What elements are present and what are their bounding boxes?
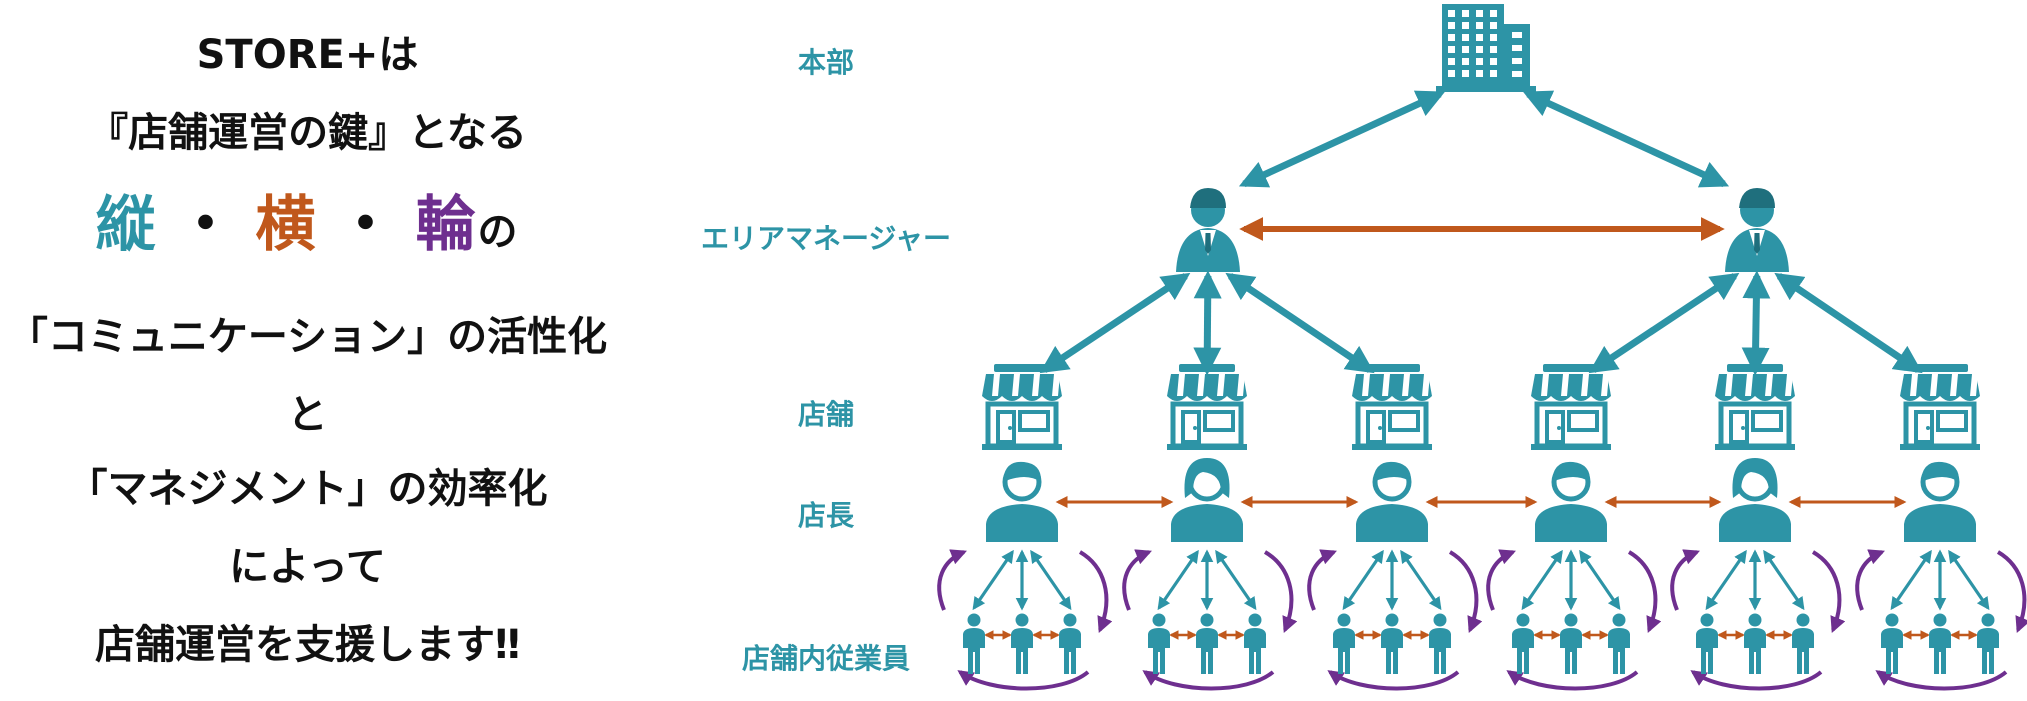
- staff-person-icon-5-2: [1744, 613, 1766, 674]
- ring-arrow-left-1: [937, 549, 967, 611]
- arrow-manager-2-to-staff-1: [1157, 549, 1199, 611]
- storefront-icon-1: [982, 364, 1062, 450]
- person-icon-6: [1904, 461, 1976, 542]
- staff-person-icon-2-2: [1196, 613, 1218, 674]
- message-line-4: 「コミュニケーション」の活性化: [7, 314, 608, 360]
- staff-person-icon-5-3: [1792, 613, 1814, 674]
- separator-dot-2: ・: [335, 190, 398, 260]
- kanji-vertical: 縦: [95, 190, 158, 260]
- arrow-manager-6-to-staff-3: [1948, 549, 1990, 611]
- ring-arrow-right-4: [1627, 550, 1662, 633]
- staff-person-icon-1-1: [963, 613, 985, 674]
- ring-arrow-right-6: [1996, 550, 2027, 633]
- org-nodes: [963, 4, 1999, 674]
- person-icon-4: [1535, 461, 1607, 542]
- level-label-store: 店舗: [798, 398, 854, 431]
- message-line-1: STORE+は: [196, 32, 419, 78]
- ring-arrow-bottom-6: [1875, 670, 2008, 691]
- message-line-6: 「マネジメント」の効率化: [67, 466, 548, 512]
- arrow-area-manager-2-to-store-4: [1588, 272, 1740, 374]
- arrow-manager-4-to-staff-1: [1521, 549, 1563, 611]
- ring-arrow-left-3: [1307, 549, 1337, 611]
- arrow-area-manager-1-to-store-2: [1193, 270, 1222, 376]
- staff-person-icon-2-1: [1148, 613, 1170, 674]
- ring-arrow-left-5: [1670, 549, 1700, 611]
- ring-arrow-left-4: [1486, 549, 1516, 611]
- kanji-circle: 輪: [415, 190, 478, 260]
- ring-arrow-bottom-5: [1690, 670, 1823, 691]
- arrow-hq-to-area-manager-2: [1522, 90, 1730, 188]
- level-label-area-manager: エリアマネージャー: [701, 222, 951, 255]
- person-icon-1: [986, 461, 1058, 542]
- arrow-area-manager-1-to-store-3: [1225, 272, 1375, 374]
- staff-person-icon-3-3: [1429, 613, 1451, 674]
- arrow-manager-5-to-staff-1: [1705, 549, 1747, 611]
- storefront-icon-6: [1900, 364, 1980, 450]
- ring-arrow-left-2: [1122, 549, 1152, 611]
- message-panel: STORE+は 『店舗運営の鍵』となる 縦・横・輪の 「コミュニケーション」の活…: [0, 0, 615, 701]
- message-line-5: と: [287, 392, 328, 438]
- ring-arrow-right-2: [1263, 550, 1298, 633]
- arrow-manager-3-to-staff-3: [1400, 549, 1442, 611]
- ring-arrow-right-5: [1811, 550, 1846, 633]
- message-line-2: 『店舗運営の鍵』となる: [88, 110, 527, 156]
- staff-person-icon-4-1: [1512, 613, 1534, 674]
- person-icon-5: [1719, 458, 1791, 542]
- ring-arrow-bottom-1: [957, 670, 1090, 691]
- person-icon-3: [1356, 461, 1428, 542]
- arrow-area-manager-1-to-store-1: [1039, 272, 1191, 374]
- storefront-icon-2: [1167, 364, 1247, 450]
- message-line-7: によって: [229, 544, 386, 590]
- office-building-icon: [1436, 4, 1536, 92]
- staff-person-icon-6-1: [1881, 613, 1903, 674]
- ring-arrow-left-6: [1855, 549, 1885, 611]
- message-line-3: 縦・横・輪の: [0, 176, 615, 263]
- arrow-manager-2-to-staff-3: [1215, 549, 1257, 611]
- message-line-8: 店舗運営を支援します‼: [94, 622, 521, 668]
- ring-arrow-bottom-4: [1506, 670, 1639, 691]
- arrow-manager-1-to-staff-3: [1030, 549, 1072, 611]
- arrow-manager-4-to-staff-3: [1579, 549, 1621, 611]
- staff-person-icon-4-3: [1608, 613, 1630, 674]
- businessman-icon-2: [1725, 188, 1789, 272]
- arrow-area-manager-2-to-store-5: [1741, 270, 1771, 376]
- staff-person-icon-3-1: [1333, 613, 1355, 674]
- staff-person-icon-1-3: [1059, 613, 1081, 674]
- storefront-icon-4: [1531, 364, 1611, 450]
- connection-arrows: [937, 90, 2027, 691]
- ring-arrow-bottom-3: [1327, 670, 1460, 691]
- arrow-manager-3-to-staff-1: [1342, 549, 1384, 611]
- staff-person-icon-1-2: [1011, 613, 1033, 674]
- staff-person-icon-2-3: [1244, 613, 1266, 674]
- ring-arrow-right-1: [1078, 550, 1113, 633]
- staff-person-icon-6-3: [1977, 613, 1999, 674]
- businessman-icon-1: [1176, 188, 1240, 272]
- staff-person-icon-3-2: [1381, 613, 1403, 674]
- level-label-staff: 店舗内従業員: [742, 642, 910, 675]
- staff-person-icon-5-1: [1696, 613, 1718, 674]
- storefront-icon-3: [1352, 364, 1432, 450]
- separator-dot-1: ・: [175, 190, 238, 260]
- arrow-manager-1-to-staff-1: [972, 549, 1014, 611]
- person-icon-2: [1171, 458, 1243, 542]
- kanji-suffix: の: [477, 209, 520, 255]
- level-label-headquarters: 本部: [798, 46, 854, 79]
- arrow-manager-6-to-staff-1: [1890, 549, 1932, 611]
- ring-arrow-right-3: [1448, 550, 1483, 633]
- staff-person-icon-4-2: [1560, 613, 1582, 674]
- arrow-hq-to-area-manager-1: [1238, 90, 1446, 188]
- kanji-horizontal: 横: [255, 190, 318, 260]
- ring-arrow-bottom-2: [1142, 670, 1275, 691]
- level-label-store-manager: 店長: [798, 499, 855, 532]
- arrow-area-manager-2-to-store-6: [1774, 272, 1923, 374]
- arrow-manager-5-to-staff-3: [1763, 549, 1805, 611]
- storefront-icon-5: [1715, 364, 1795, 450]
- staff-person-icon-6-2: [1929, 613, 1951, 674]
